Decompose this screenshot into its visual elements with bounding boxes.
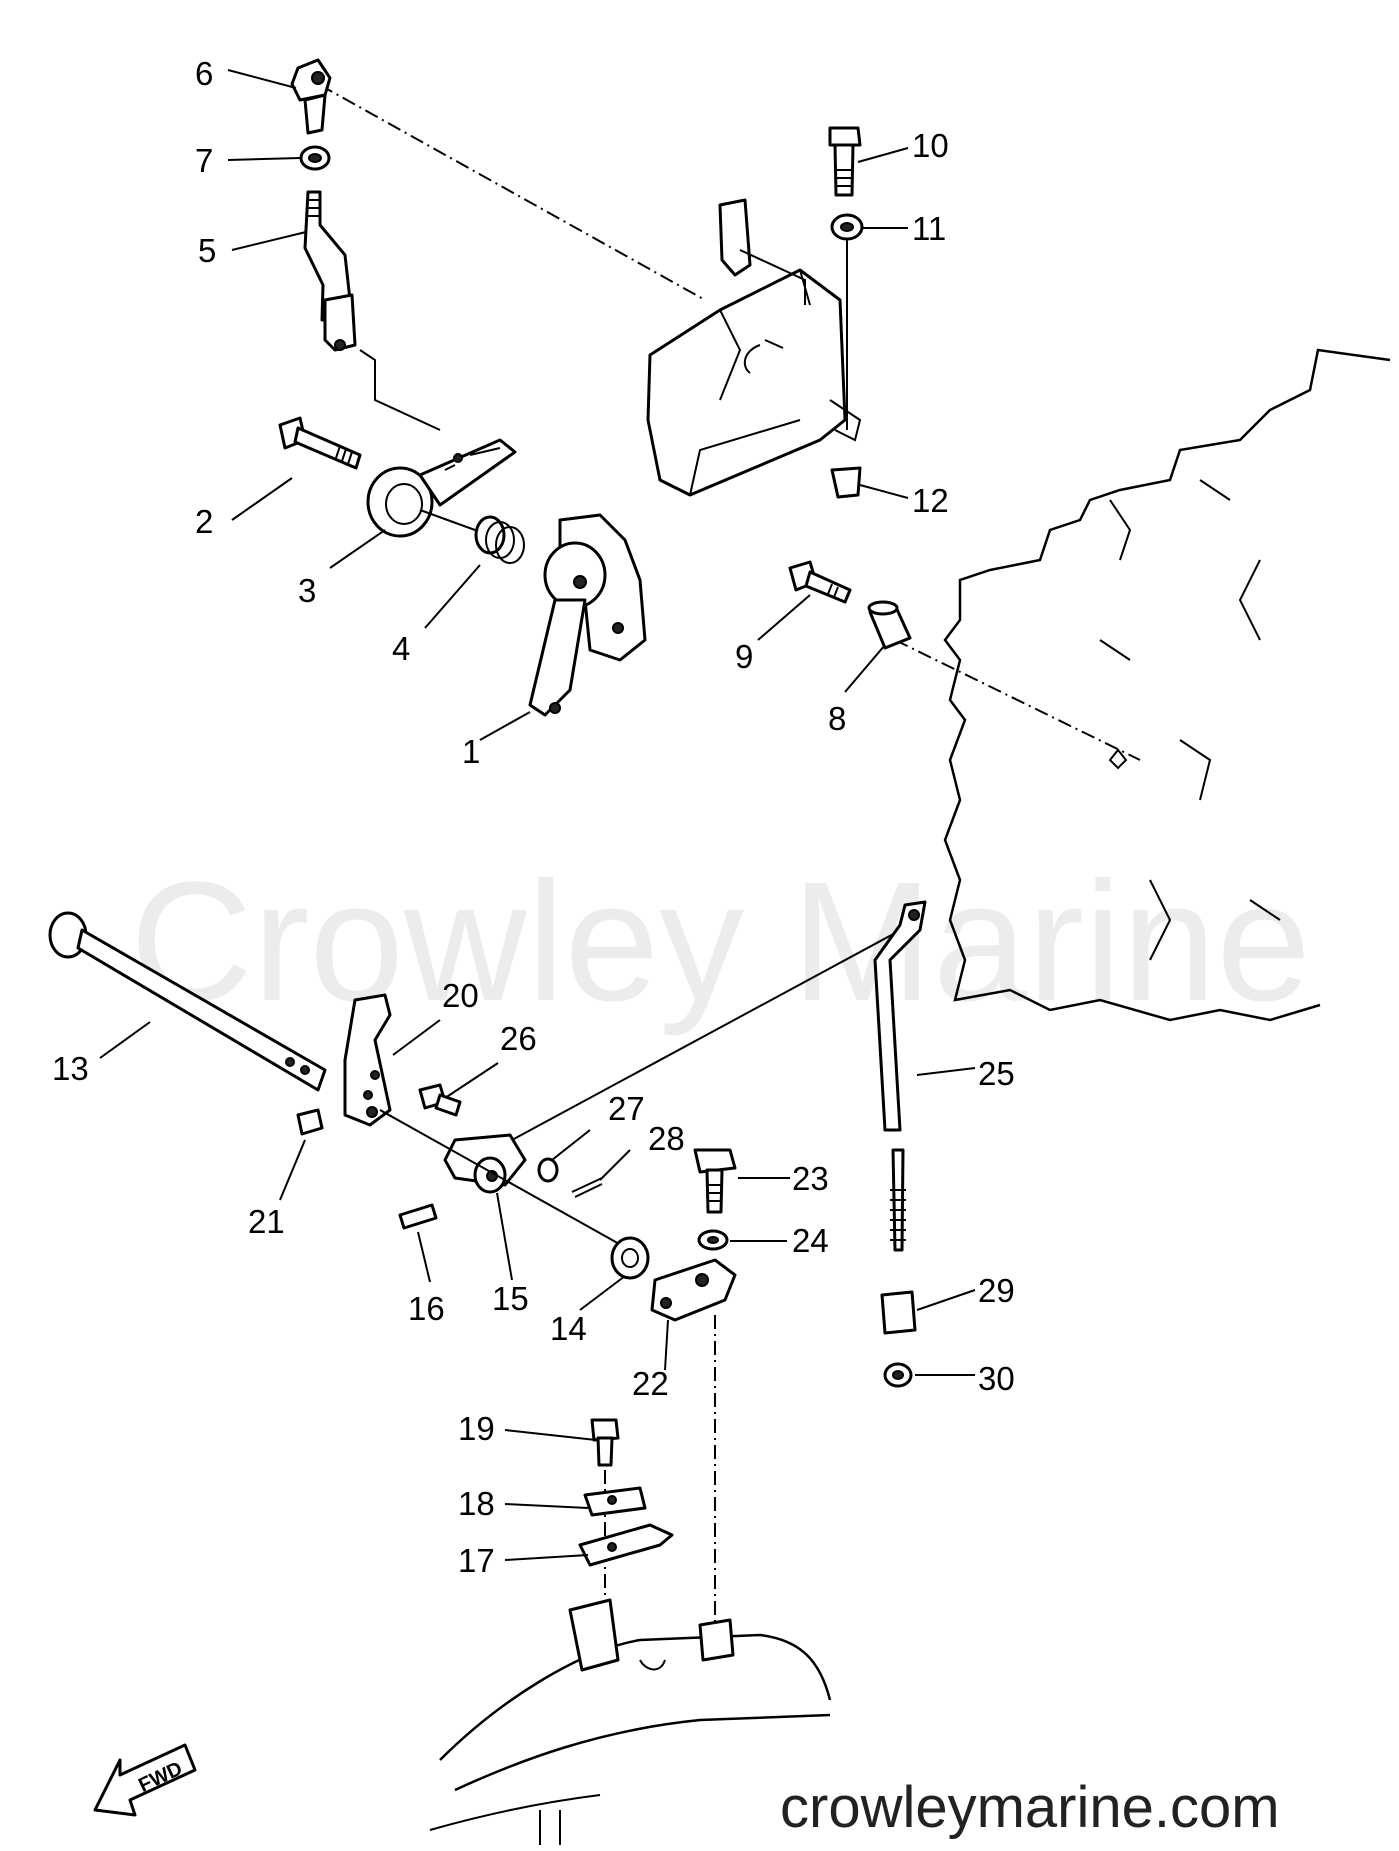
linkage-line-14: [379, 1109, 631, 1251]
part-12-cap: [830, 466, 862, 499]
part-label-14: 14: [550, 1310, 587, 1347]
linkage-guide-line-6: [319, 84, 706, 301]
part-6-ball-joint: [290, 58, 332, 135]
part-7-nut: [299, 145, 331, 171]
bottom-cowling: [429, 1598, 832, 1845]
part-label-15: 15: [492, 1280, 529, 1317]
part-9-bolt: [788, 560, 852, 604]
part-label-29: 29: [978, 1272, 1015, 1309]
part-11-nut: [830, 213, 864, 430]
part-label-8: 8: [828, 700, 846, 737]
carburetor-body: [646, 198, 862, 497]
part-label-11: 11: [912, 210, 946, 247]
part-29-sleeve: [880, 1290, 917, 1335]
part-27-washer: [537, 1157, 559, 1183]
part-19-screw: [590, 1418, 620, 1467]
part-17-bracket: [578, 1523, 674, 1567]
part-label-2: 2: [195, 503, 213, 540]
part-label-20: 20: [442, 977, 479, 1014]
part-label-6: 6: [195, 55, 213, 92]
part-24-washer: [697, 1229, 729, 1251]
leader-lines: [99, 69, 976, 1561]
part-1-throttle-lever: [528, 513, 647, 717]
part-5-link-rod: [303, 190, 441, 431]
part-25-rod: [873, 900, 927, 1252]
part-number-labels: 1 2 3 4 5 6 7 8 9 10 11 12 13 14 15 16 1…: [52, 55, 1015, 1579]
part-label-7: 7: [195, 142, 213, 179]
part-2-bolt: [278, 416, 362, 470]
part-label-28: 28: [648, 1120, 685, 1157]
part-label-17: 17: [458, 1542, 495, 1579]
part-label-16: 16: [408, 1290, 445, 1327]
part-label-26: 26: [500, 1020, 537, 1057]
part-label-9: 9: [735, 638, 753, 675]
part-label-22: 22: [632, 1365, 669, 1402]
part-4-spring: [419, 509, 525, 564]
part-label-4: 4: [392, 630, 410, 667]
part-10-bolt: [828, 126, 862, 197]
part-label-30: 30: [978, 1360, 1015, 1397]
part-label-27: 27: [608, 1090, 645, 1127]
part-label-21: 21: [248, 1203, 285, 1240]
part-14-bushing: [610, 1236, 650, 1280]
part-label-12: 12: [912, 482, 949, 519]
part-28-cotter-pin: [571, 1177, 603, 1198]
forward-direction-arrow[interactable]: FWD: [93, 1743, 197, 1817]
part-22-joint: [650, 1258, 737, 1640]
part-21-pin: [296, 1108, 324, 1136]
part-label-10: 10: [912, 127, 949, 164]
part-30-nut: [883, 1362, 913, 1388]
part-23-bolt: [693, 1148, 737, 1214]
part-label-24: 24: [792, 1222, 829, 1259]
part-3-throttle-cam: [366, 438, 517, 538]
part-label-3: 3: [298, 572, 316, 609]
part-13-shaft: [48, 911, 327, 1092]
part-label-19: 19: [458, 1410, 495, 1447]
website-url[interactable]: crowleymarine.com: [780, 1775, 1280, 1840]
part-20-lever-plate: [343, 993, 392, 1127]
watermark-text: Crowley Marine: [130, 847, 1311, 1037]
part-label-1: 1: [462, 733, 480, 770]
part-label-25: 25: [978, 1055, 1015, 1092]
part-label-5: 5: [198, 232, 216, 269]
part-label-18: 18: [458, 1485, 495, 1522]
part-26-bolt: [418, 1083, 462, 1117]
engine-block-outline: [894, 348, 1391, 1022]
part-8-collar: [867, 600, 912, 650]
part-label-23: 23: [792, 1160, 829, 1197]
part-label-13: 13: [52, 1050, 89, 1087]
linkage-line-25: [511, 924, 911, 1141]
part-16-pin: [398, 1203, 438, 1230]
part-18-plate: [583, 1486, 647, 1517]
